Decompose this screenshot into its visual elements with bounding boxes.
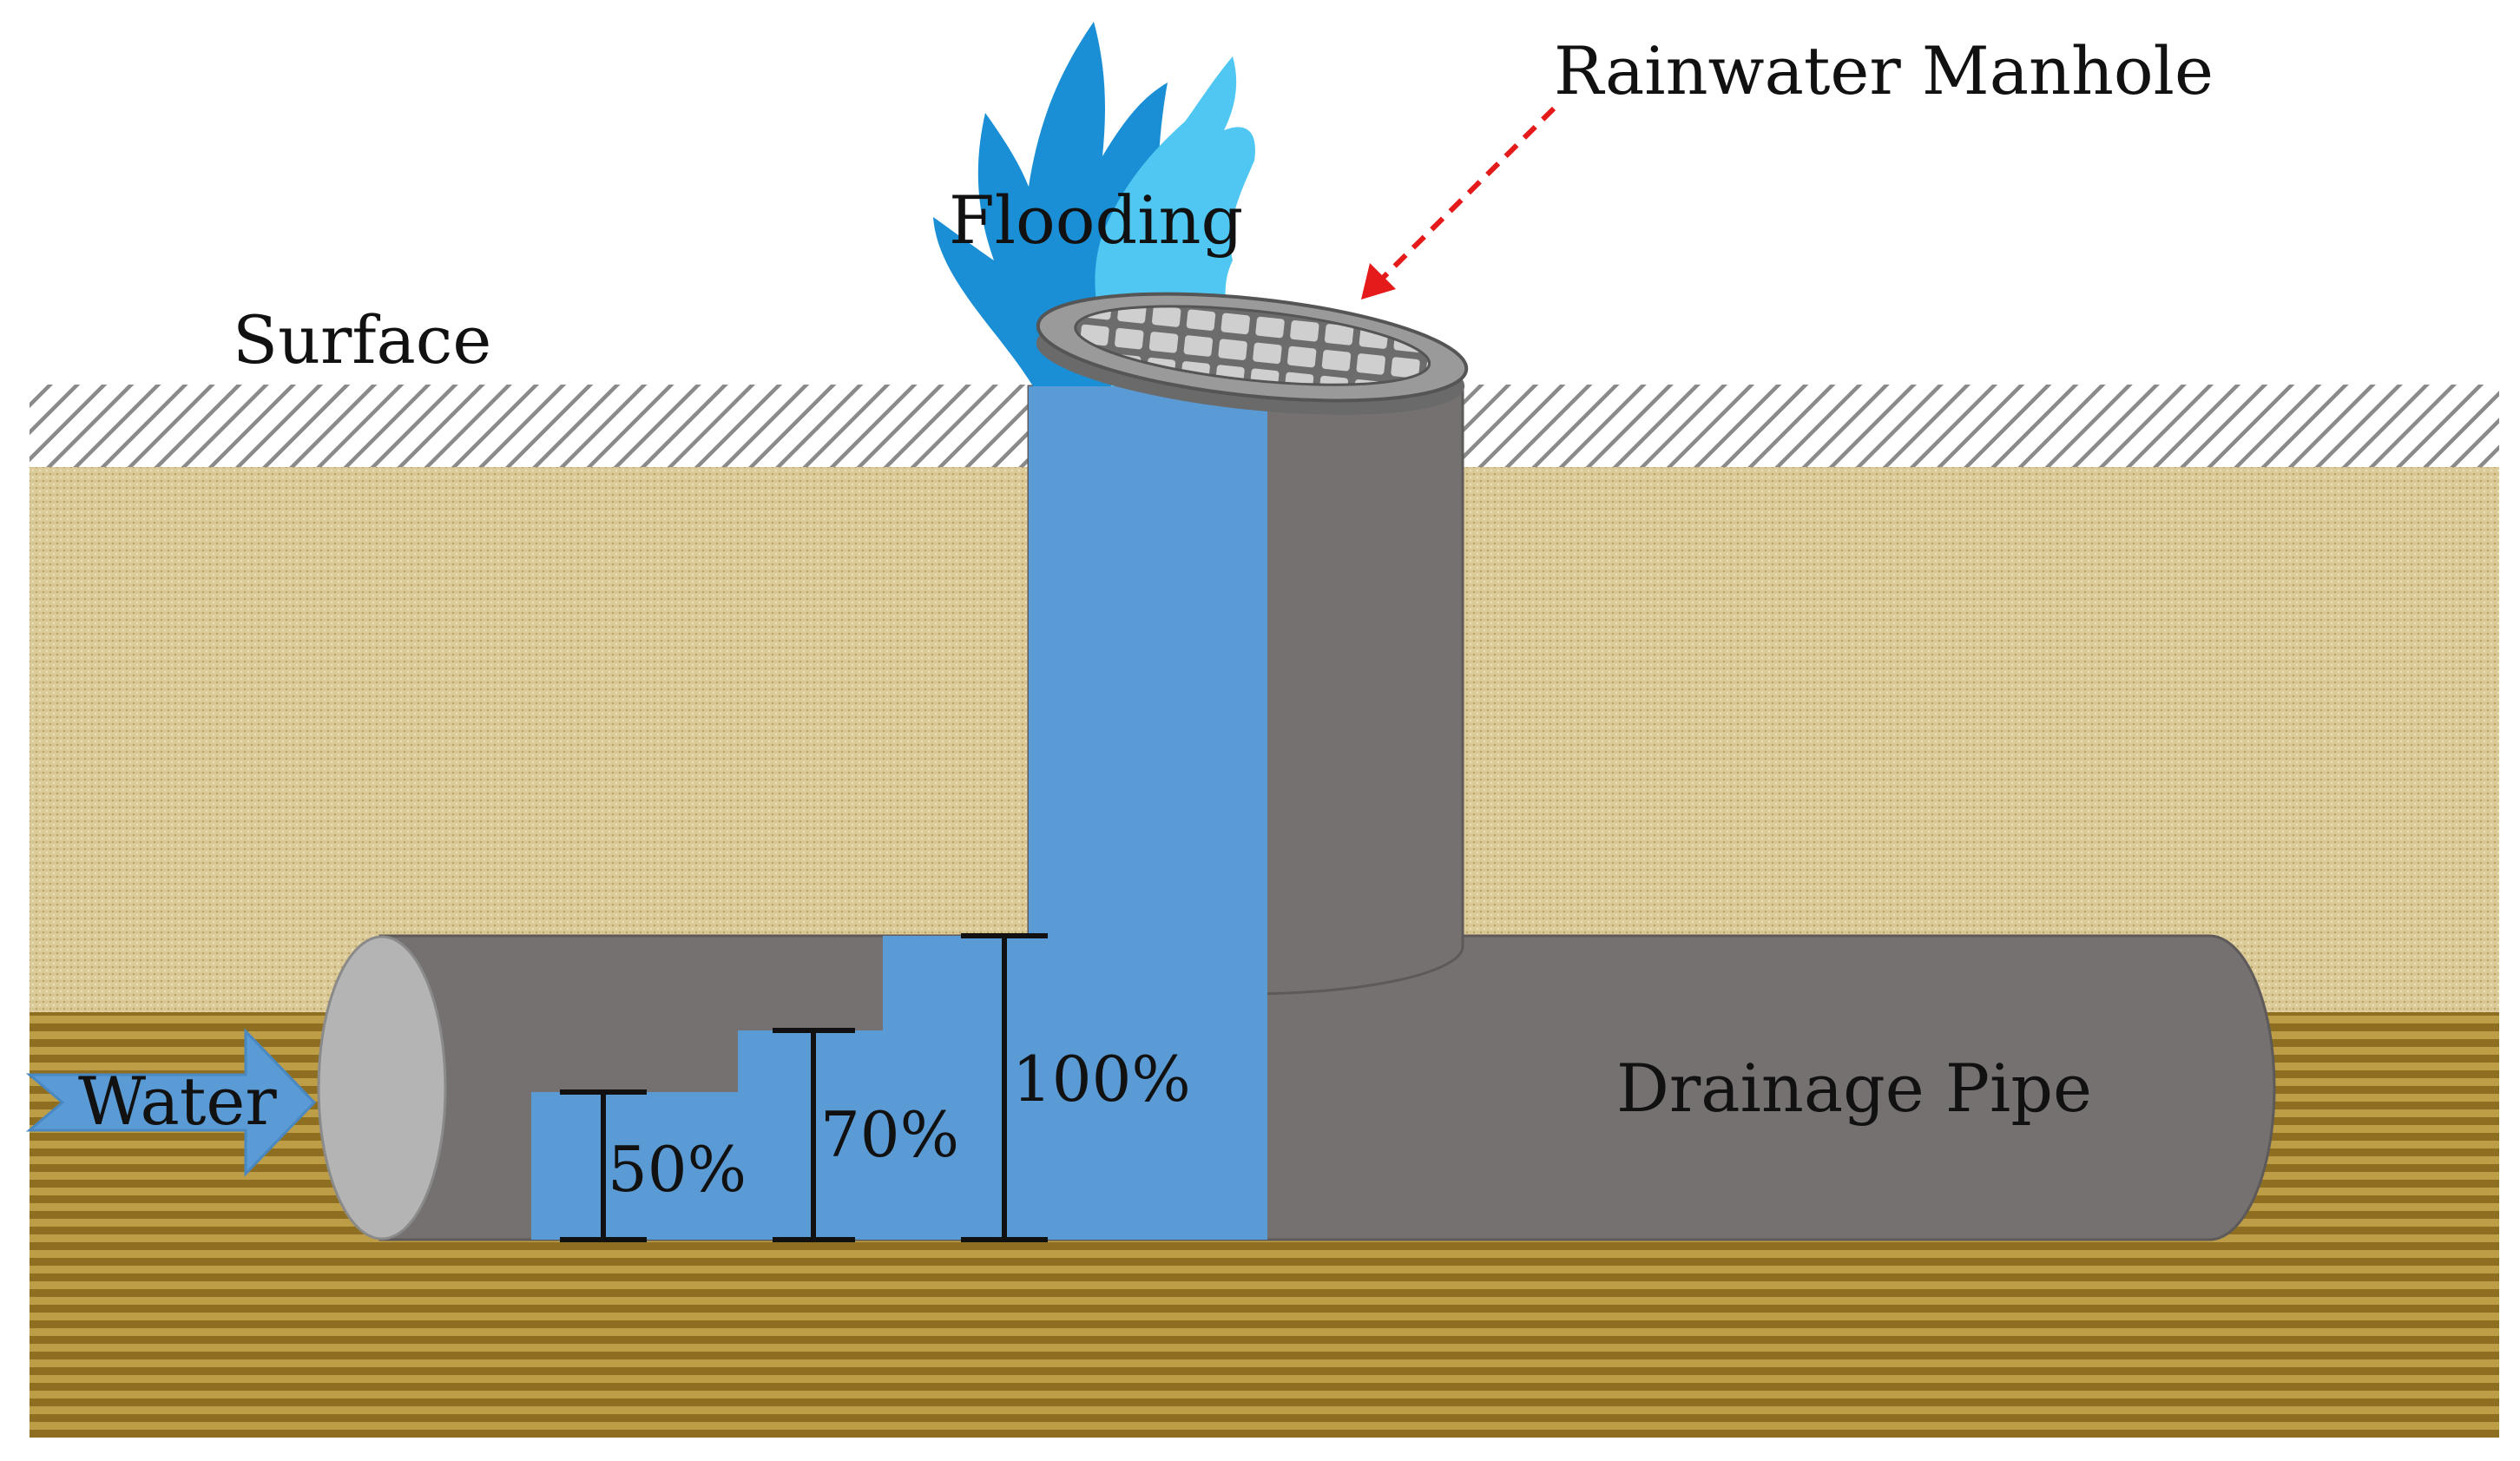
pipe-end	[317, 935, 447, 1241]
drainage-pipe-label: Drainage Pipe	[1616, 1050, 2092, 1127]
level-bar-100	[961, 933, 1048, 1242]
surface-label: Surface	[233, 301, 491, 378]
water-label: Water	[78, 1063, 277, 1140]
level-bar-70	[773, 1028, 855, 1242]
right-arrow-icon	[25, 1028, 317, 1177]
dashed-arrow-icon	[1361, 106, 1556, 299]
level-label-50: 50%	[608, 1133, 747, 1206]
level-label-100: 100%	[1012, 1043, 1191, 1115]
level-bar-50	[560, 1089, 647, 1242]
manhole-label: Rainwater Manhole	[1554, 32, 2214, 109]
water-fill	[531, 386, 1267, 1240]
manhole-cover	[1036, 292, 1469, 415]
level-label-70: 70%	[820, 1098, 959, 1171]
flooding-label: Flooding	[949, 181, 1243, 259]
